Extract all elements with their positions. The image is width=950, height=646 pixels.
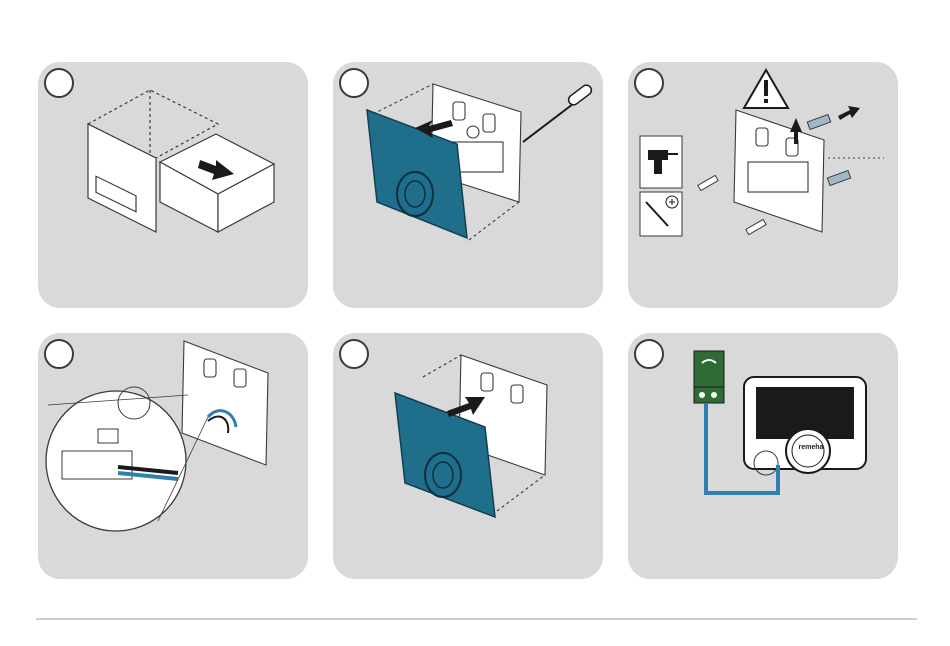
zoom-circle <box>46 387 186 531</box>
thermostat-device: remeha <box>744 377 866 475</box>
screwdriver-icon <box>523 83 593 142</box>
boiler-connector <box>694 351 724 403</box>
wiring-illustration: remeha <box>628 333 898 579</box>
connect-wires-illustration <box>38 333 308 579</box>
warning-triangle-icon <box>744 70 788 108</box>
drill-tool-box <box>640 136 682 188</box>
screwdriver-tool-box <box>640 192 682 236</box>
step-4-panel <box>38 333 308 579</box>
brand-label: remeha <box>799 444 824 451</box>
box-illustration <box>38 62 308 308</box>
step-1-panel <box>38 62 308 308</box>
step-5-panel <box>333 333 603 579</box>
attach-front-illustration <box>333 333 603 579</box>
step-6-panel: remeha <box>628 333 898 579</box>
step-2-panel <box>333 62 603 308</box>
step-3-panel <box>628 62 898 308</box>
footer-divider <box>36 618 917 620</box>
mount-backplate-illustration <box>628 62 898 308</box>
remove-front-illustration <box>333 62 603 308</box>
arrow-right-small-icon <box>838 106 860 120</box>
